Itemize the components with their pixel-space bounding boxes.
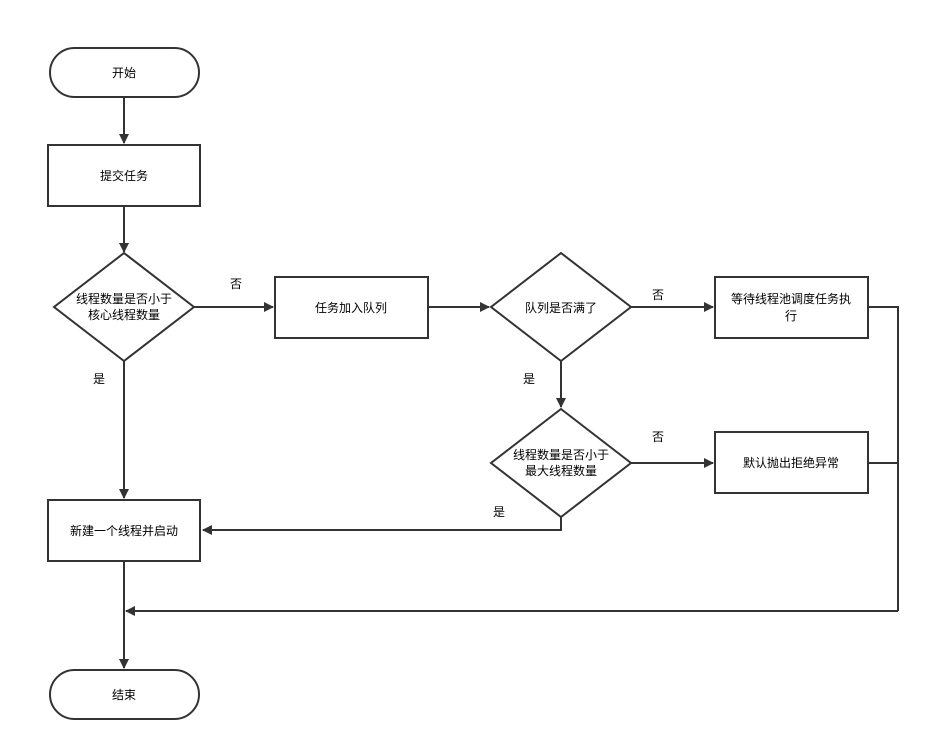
queue-full-label: 队列是否满了	[525, 300, 597, 315]
edge-wait-to-merge	[868, 306, 899, 611]
submit-task-label: 提交任务	[100, 168, 148, 183]
end-label: 结束	[112, 688, 136, 702]
start-label: 开始	[112, 66, 136, 80]
core-yes-label: 是	[93, 372, 105, 386]
new-thread-label: 新建一个线程并启动	[70, 523, 178, 538]
queue-no-label: 否	[652, 288, 664, 302]
max-no-label: 否	[652, 430, 664, 444]
queue-full-decision	[489, 251, 633, 363]
max-check-label-line1: 线程数量是否小于	[513, 447, 609, 462]
max-check-label-line2: 最大线程数量	[525, 463, 597, 478]
enqueue-node	[274, 276, 429, 339]
core-check-decision	[52, 251, 196, 363]
core-check-label-line1: 线程数量是否小于	[76, 291, 172, 306]
submit-task-node	[47, 144, 201, 207]
new-thread-node	[47, 499, 201, 562]
core-check-label-line2: 核心线程数量	[88, 307, 160, 322]
wait-schedule-label-line2: 行	[785, 309, 797, 323]
max-check-decision	[489, 407, 633, 519]
wait-schedule-label-line1: 等待线程池调度任务执	[731, 291, 851, 306]
queue-yes-label: 是	[523, 372, 535, 386]
reject-label: 默认抛出拒绝异常	[743, 455, 839, 470]
end-node	[49, 669, 200, 720]
reject-node	[714, 431, 869, 494]
enqueue-label: 任务加入队列	[315, 300, 387, 315]
core-no-label: 否	[230, 277, 242, 291]
max-yes-label: 是	[493, 505, 505, 519]
start-node	[49, 47, 200, 98]
wait-schedule-node	[714, 276, 869, 339]
edge-max-check-to-new-thread	[202, 517, 562, 535]
